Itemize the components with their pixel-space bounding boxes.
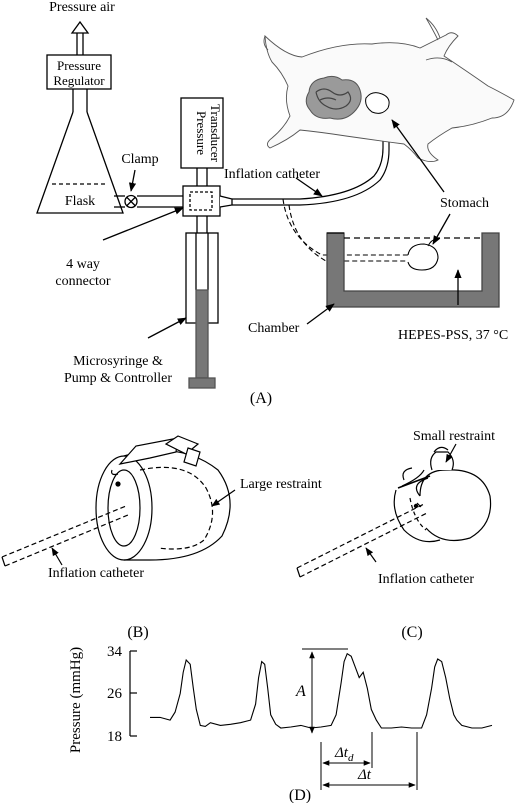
pressure-transducer-box [180, 97, 224, 169]
panel-d-label: (D) [289, 787, 311, 803]
syringe-arrow [147, 317, 187, 339]
amplitude-label: A [295, 683, 306, 700]
transducer-label-2: Transducer [208, 104, 223, 163]
syringe-label-1: Microsyringe & [73, 354, 163, 369]
chamber-label: Chamber [248, 321, 300, 336]
amplitude-annotation [302, 648, 348, 734]
rat-outline [263, 17, 515, 163]
delta-t-label: Δt [357, 767, 372, 783]
connector-label-1: 4 way [66, 257, 100, 272]
clamp-label: Clamp [121, 152, 158, 167]
syringe-label-2: Pump & Controller [64, 371, 172, 386]
flask-label: Flask [65, 194, 95, 209]
small-restraint [393, 446, 492, 543]
y-tick-26: 26 [107, 686, 123, 702]
delta-t-annotation [320, 732, 418, 790]
y-axis [129, 650, 137, 737]
air-pipe [114, 195, 183, 208]
panel-c-label: (C) [401, 624, 422, 641]
delta-td-label: Δtd [334, 745, 354, 764]
four-way-connector [182, 185, 233, 217]
small-restraint-arrow [445, 443, 457, 463]
catheter-c [296, 503, 428, 578]
catheter-label-arrow [295, 177, 323, 197]
catheter-c-arrow [365, 547, 377, 563]
panel-b-labels: Large restraint Inflation catheter (B) [48, 477, 322, 641]
clamp-symbol [124, 194, 138, 209]
microsyringe [185, 216, 219, 389]
y-axis-label: Pressure (mmHg) [68, 647, 84, 753]
panel-c-labels: Small restraint Inflation catheter (C) [378, 429, 495, 641]
stomach-in-rat [365, 92, 390, 114]
stomach-arrow-down [432, 213, 451, 245]
stomach-in-chamber [407, 243, 439, 271]
panel-b [1, 435, 236, 567]
panel-a [36, 17, 515, 389]
catheter-b-arrow [51, 547, 63, 566]
solution-label: HEPES-PSS, 37 °C [398, 328, 508, 343]
connector-arrow [102, 207, 184, 241]
panel-d: Pressure (mmHg) 34 26 18 A Δtd Δt (D) [68, 644, 493, 803]
chamber-arrow [306, 303, 335, 325]
transducer-label-1: Pressure [194, 111, 209, 155]
panel-a-label: (A) [250, 390, 272, 407]
pressure-air-arrow [70, 20, 90, 55]
panel-c [296, 443, 492, 578]
large-restraint [95, 435, 231, 561]
connector-label-2: connector [55, 274, 111, 289]
stomach-label: Stomach [440, 196, 489, 211]
large-restraint-label: Large restraint [240, 477, 322, 492]
catheter-b [1, 505, 129, 567]
inflation-catheter-tube [232, 126, 390, 206]
catheter-b-label: Inflation catheter [48, 566, 144, 581]
small-restraint-label: Small restraint [413, 429, 495, 444]
stomach-arrow-up [391, 119, 445, 193]
catheter-c-label: Inflation catheter [378, 572, 474, 587]
intestine-illustration [305, 75, 362, 120]
regulator-label-2: Regulator [53, 73, 105, 88]
chamber [326, 232, 500, 308]
flask [36, 89, 124, 214]
clamp-arrow [128, 169, 137, 192]
pressure-air-label: Pressure air [49, 0, 115, 15]
panel-b-label: (B) [127, 624, 148, 641]
inflation-catheter-label: Inflation catheter [224, 167, 320, 182]
chamber-catheter-dashed [282, 198, 412, 262]
pressure-regulator-box [46, 54, 112, 90]
y-tick-34: 34 [107, 644, 123, 660]
panel-a-labels: Pressure air Pressure Regulator Flask Cl… [49, 0, 508, 407]
y-tick-18: 18 [107, 729, 122, 745]
pressure-trace [150, 652, 493, 729]
regulator-label-1: Pressure [57, 58, 101, 73]
large-restraint-arrow [211, 489, 236, 507]
